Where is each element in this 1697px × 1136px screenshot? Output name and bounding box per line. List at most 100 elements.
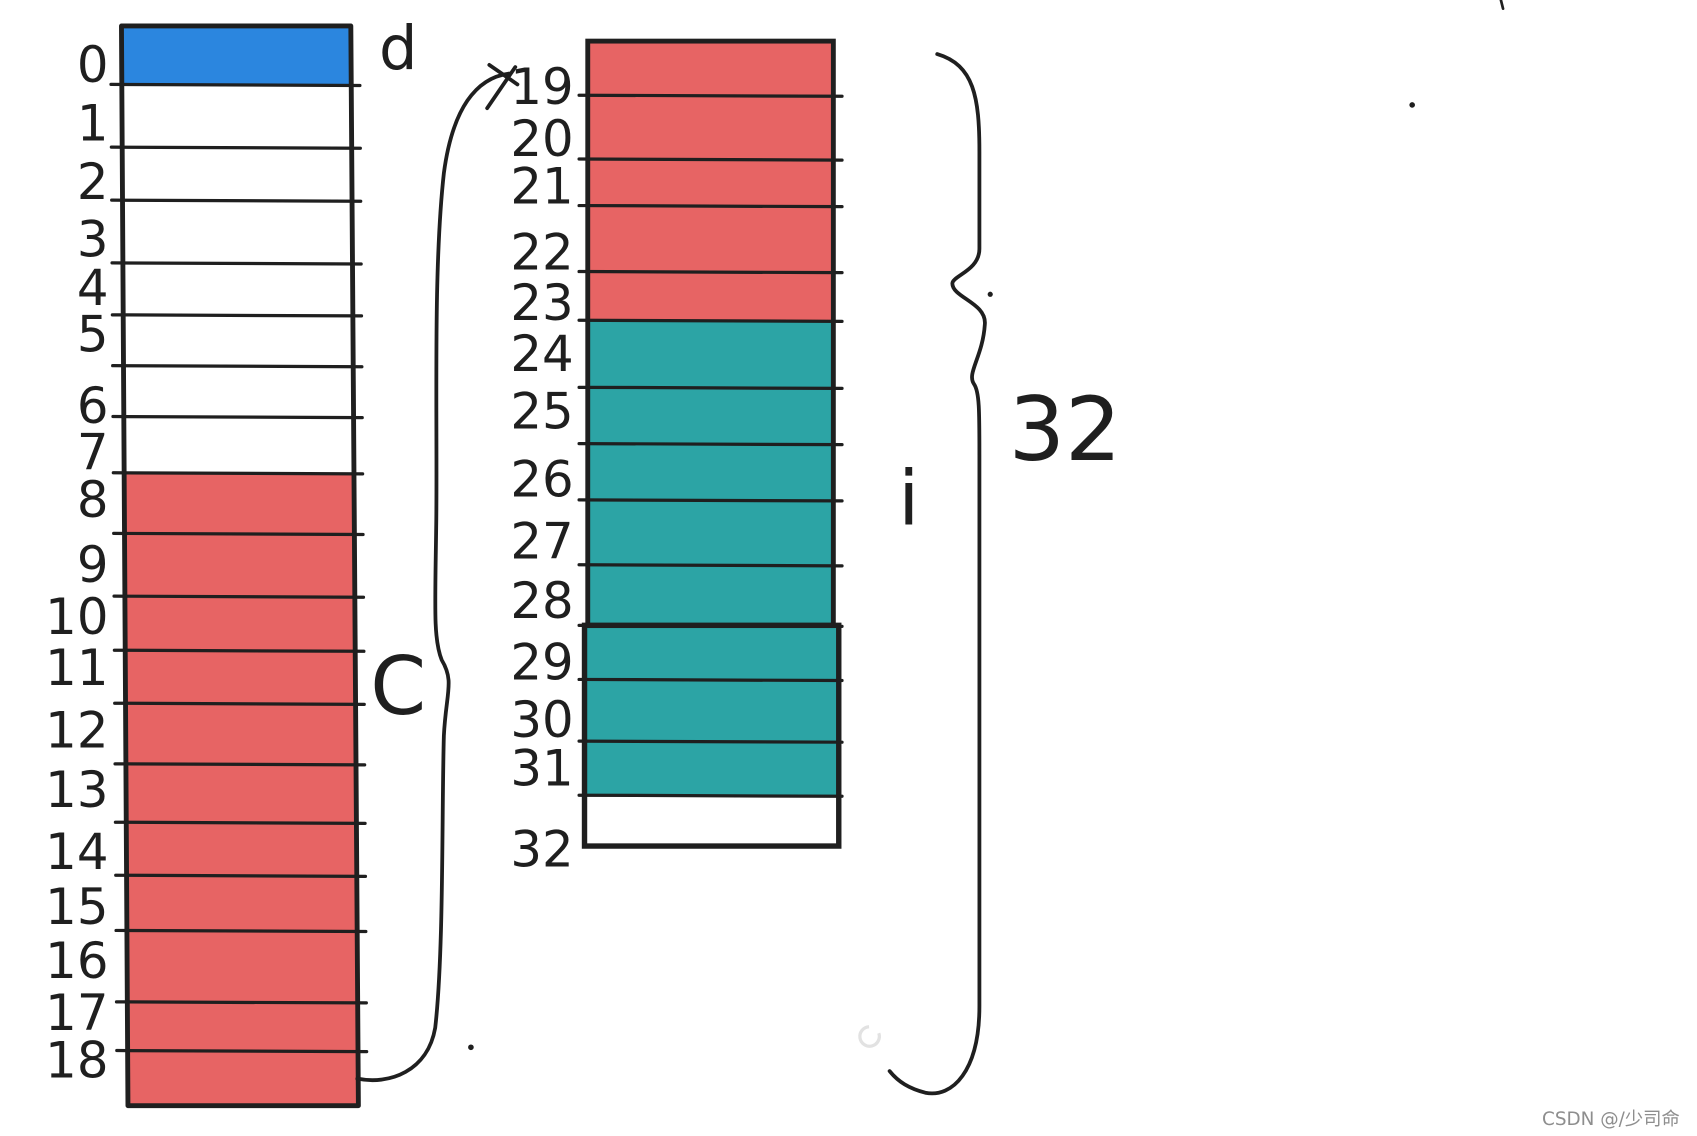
row-divider (112, 594, 366, 599)
row-divider (113, 762, 367, 767)
offset-label: 17 (45, 984, 108, 1042)
left-byte-cell (126, 875, 358, 931)
offset-label: 30 (510, 691, 573, 749)
offset-label: 12 (45, 702, 108, 760)
left-column-outline (119, 23, 361, 1109)
left-column-cells (121, 25, 359, 1106)
row-divider (111, 414, 364, 420)
row-divider (577, 563, 844, 568)
right-byte-cell (587, 271, 834, 321)
row-divider (577, 203, 844, 209)
right-byte-cell (584, 679, 839, 742)
stray-dot (468, 1044, 474, 1051)
offset-label: 0 (77, 36, 109, 94)
watermark: CSDN @/少司命 (1542, 1109, 1680, 1130)
offset-label: 18 (45, 1032, 108, 1090)
left-byte-cell (122, 200, 353, 263)
right-byte-cell (584, 625, 839, 680)
left-byte-cell (127, 1050, 359, 1106)
offset-label: 28 (510, 572, 573, 630)
right-byte-cell (584, 795, 839, 847)
left-byte-cell (123, 365, 354, 417)
row-divider (109, 82, 362, 88)
offset-label: 1 (77, 95, 109, 153)
offset-label: 6 (77, 377, 109, 435)
row-divider (110, 198, 363, 203)
row-divider (577, 739, 844, 744)
offset-label: 26 (510, 451, 573, 509)
row-divider (111, 471, 365, 476)
row-divider (111, 364, 364, 369)
stray-dot (1409, 102, 1415, 108)
left-byte-cell (126, 930, 358, 1002)
member-label-i: i (898, 455, 919, 543)
right-byte-cell (587, 499, 834, 565)
left-byte-cell (125, 650, 356, 704)
row-divider (577, 157, 844, 162)
row-divider (577, 385, 844, 391)
refresh-icon (858, 1025, 881, 1048)
row-divider (114, 928, 368, 934)
offset-label: 32 (510, 821, 573, 879)
row-divider (110, 313, 364, 318)
member-label-c: C (370, 640, 426, 733)
right-byte-cell (584, 741, 839, 796)
row-divider (577, 677, 844, 683)
right-byte-cell (587, 41, 834, 96)
left-byte-cell (122, 262, 353, 315)
continuation-arrow-mark (485, 63, 520, 111)
row-divider (113, 701, 366, 706)
offset-label: 15 (45, 878, 108, 936)
row-divider (577, 793, 844, 798)
right-byte-cell (587, 320, 834, 388)
stray-dot (987, 291, 993, 297)
offset-label: 16 (45, 932, 108, 990)
row-divider (113, 820, 367, 825)
row-divider (115, 1048, 369, 1054)
offset-label: 10 (45, 588, 108, 646)
left-byte-cell (121, 84, 352, 148)
left-byte-cell (126, 822, 357, 876)
left-byte-cell (121, 25, 352, 85)
stray-mark (1499, 0, 1505, 11)
row-divider (577, 93, 844, 98)
offset-label: 4 (77, 259, 109, 317)
offset-label: 19 (510, 58, 573, 116)
left-byte-cell (122, 147, 353, 201)
right-byte-cell (587, 564, 834, 626)
left-byte-cell (124, 472, 355, 534)
left-column-dividers (109, 82, 369, 1054)
right-byte-cell (587, 159, 834, 206)
size-brace (887, 52, 987, 1096)
brace-size-label: 32 (1009, 378, 1122, 481)
continuation-curve (355, 71, 511, 1083)
offset-label: 11 (45, 639, 108, 697)
offset-label: 29 (510, 633, 573, 691)
row-divider (114, 1000, 368, 1005)
offset-label: 31 (510, 739, 573, 797)
left-byte-cell (124, 533, 355, 597)
left-byte-cell (123, 416, 354, 473)
offset-label: 20 (510, 110, 573, 168)
offset-label: 13 (45, 761, 108, 819)
offset-label: 21 (510, 157, 573, 215)
row-divider (577, 318, 844, 323)
right-byte-cell (587, 443, 834, 500)
row-divider (577, 498, 844, 503)
right-column-lower-outline (581, 622, 842, 849)
left-byte-cell (125, 763, 357, 823)
offset-label: 14 (45, 823, 108, 881)
offset-label: 3 (77, 210, 109, 268)
offset-label: 2 (77, 153, 109, 211)
right-column-dividers (577, 93, 844, 798)
row-divider (577, 269, 844, 275)
offset-label: 25 (510, 382, 573, 440)
offset-label: 22 (510, 223, 573, 281)
row-divider (112, 531, 365, 537)
left-byte-cell (124, 596, 356, 651)
offset-label: 27 (510, 512, 573, 570)
right-byte-cell (587, 387, 834, 444)
offset-label: 23 (510, 274, 573, 332)
